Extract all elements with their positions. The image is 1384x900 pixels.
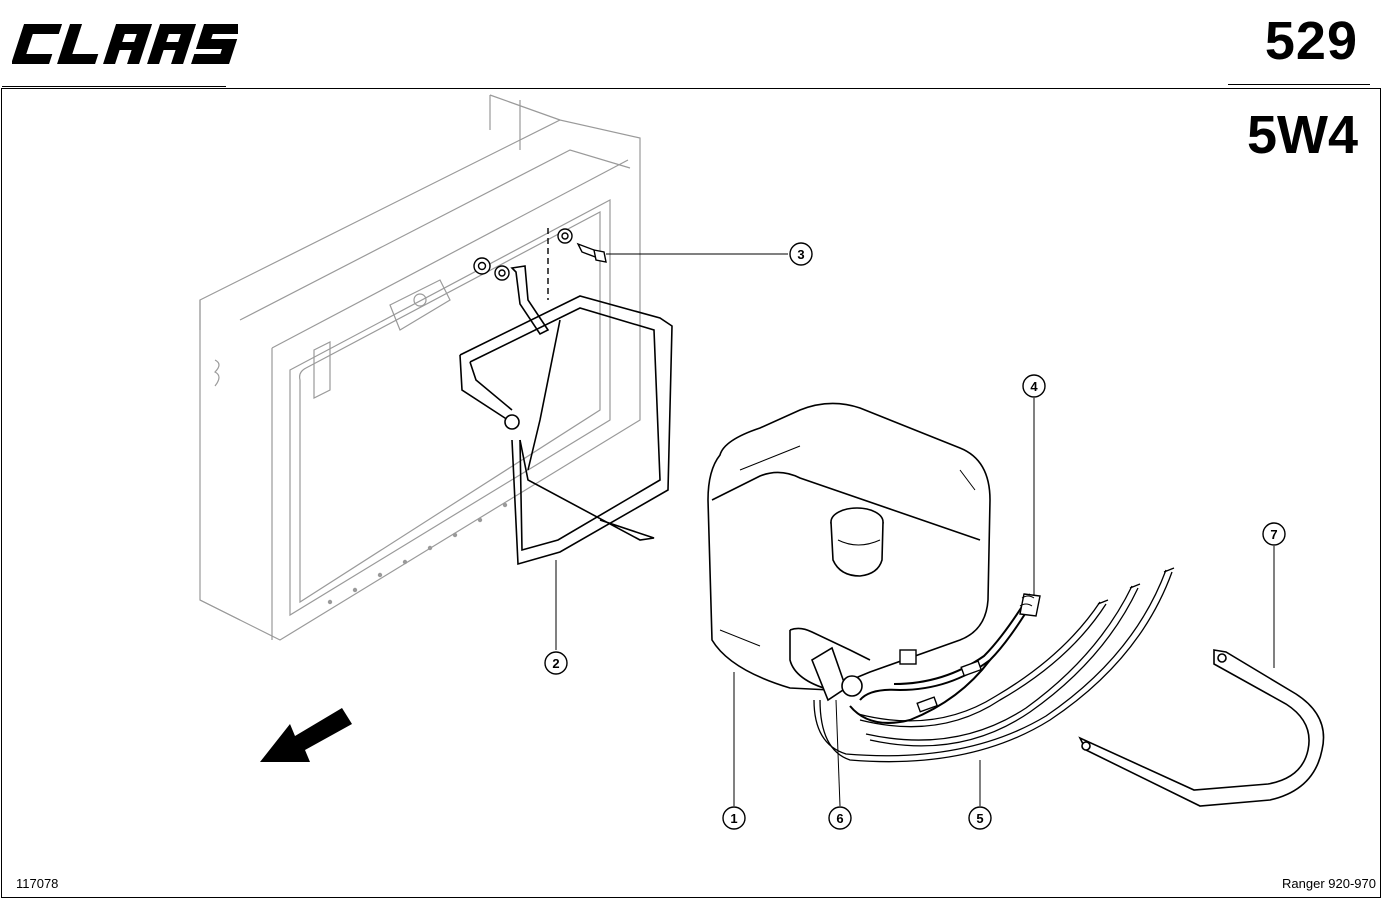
direction-arrow-icon [260,708,352,762]
svg-text:1: 1 [730,811,737,826]
cab-wall [199,94,641,641]
tank-strap [1078,649,1325,807]
callout-2: 2 [544,651,568,675]
page-number: 529 [1264,11,1358,71]
header-rule-right [1228,84,1370,85]
model-range: Ranger 920-970 [1282,876,1376,891]
callout-3: 3 [789,242,813,266]
callout-5: 5 [968,806,992,830]
callout-1: 1 [722,806,746,830]
svg-text:2: 2 [552,656,559,671]
drawing-frame [1,88,1381,898]
svg-text:3: 3 [797,247,804,262]
callout-6: 6 [828,806,852,830]
claas-logo [12,24,238,64]
hoses [813,567,1175,763]
washer-tank [707,402,991,702]
leader-lines [555,253,1275,807]
svg-text:6: 6 [836,811,843,826]
callout-4: 4 [1022,374,1046,398]
callout-7: 7 [1262,522,1286,546]
svg-text:5: 5 [976,811,983,826]
drawing-number: 117078 [16,876,59,891]
fasteners [473,228,607,300]
header-rule-left [2,86,226,87]
wiring-harness [849,593,1041,724]
group-code: 5W4 [1246,105,1358,165]
svg-text:4: 4 [1030,379,1038,394]
svg-text:7: 7 [1270,527,1277,542]
mounting-bracket [459,265,673,566]
